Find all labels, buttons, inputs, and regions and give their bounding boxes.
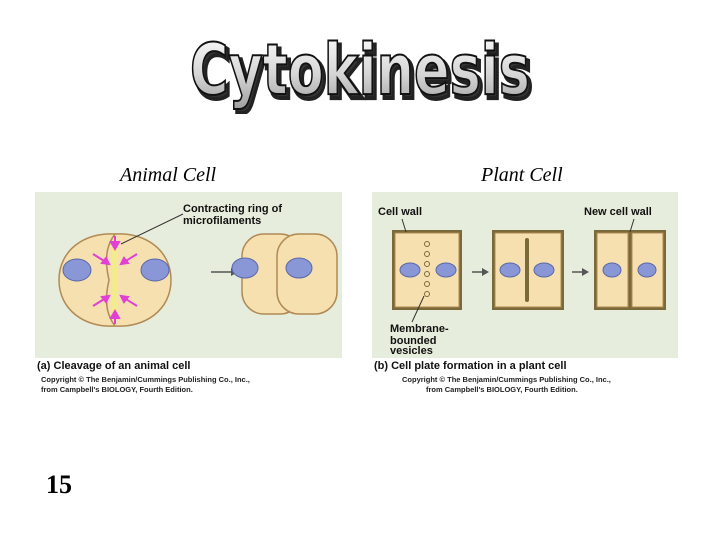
plant-cell-diagram bbox=[392, 218, 666, 323]
label-pointer bbox=[401, 218, 407, 233]
plant-copyright: Copyright © The Benjamin/Cummings Publis… bbox=[402, 375, 611, 394]
plant-cell-heading: Plant Cell bbox=[481, 164, 563, 186]
nucleus-icon bbox=[399, 262, 421, 278]
nucleus-icon bbox=[637, 262, 657, 278]
nucleus-icon bbox=[231, 257, 259, 279]
dividing-cell-right bbox=[105, 233, 172, 327]
nucleus-icon bbox=[499, 262, 521, 278]
label-pointer bbox=[120, 213, 184, 245]
title-text: Cytokinesis bbox=[190, 29, 530, 111]
animal-cell-diagram bbox=[58, 213, 338, 327]
nucleus-icon bbox=[62, 258, 92, 282]
label-pointer bbox=[629, 218, 635, 233]
new-cell-wall-label: New cell wall bbox=[584, 206, 652, 218]
nucleus-icon bbox=[285, 257, 313, 279]
ring-label: Contracting ring of microfilaments bbox=[183, 203, 282, 227]
nucleus-icon bbox=[533, 262, 555, 278]
animal-cell-panel: Contracting ring of microfilaments bbox=[35, 192, 342, 358]
vesicles-label-last: vesicles bbox=[390, 345, 433, 357]
title-shadow: Cytokinesis bbox=[193, 33, 533, 114]
plant-cell-panel: Cell wall New cell wall Membrane- bounde… bbox=[372, 192, 678, 358]
cleavage-arrows bbox=[92, 236, 138, 324]
animal-caption: (a) Cleavage of an animal cell bbox=[37, 360, 191, 372]
cell-plate bbox=[525, 238, 529, 302]
cell-wall-label: Cell wall bbox=[378, 206, 423, 218]
vesicles bbox=[424, 241, 430, 297]
vesicles-label: Membrane- bounded bbox=[390, 323, 449, 347]
animal-cell-heading: Animal Cell bbox=[120, 164, 217, 186]
contracting-ring bbox=[112, 248, 118, 312]
nucleus-icon bbox=[140, 258, 170, 282]
nucleus-icon bbox=[602, 262, 622, 278]
title-word: Cytokinesis Cytokinesis bbox=[189, 28, 535, 114]
animal-copyright: Copyright © The Benjamin/Cummings Publis… bbox=[41, 375, 250, 394]
slide-number: 15 bbox=[46, 470, 72, 499]
nucleus-icon bbox=[435, 262, 457, 278]
plant-caption: (b) Cell plate formation in a plant cell bbox=[374, 360, 567, 372]
label-pointer bbox=[411, 295, 425, 323]
